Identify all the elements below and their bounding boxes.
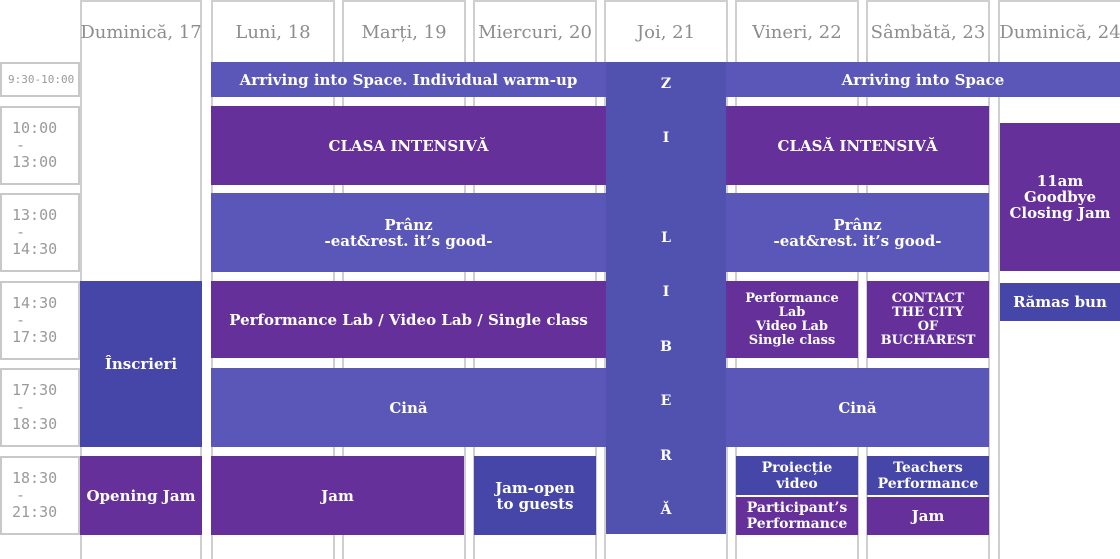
event-opening-jam: Opening Jam bbox=[80, 456, 202, 535]
event-lunch-fri-sat: Prânz -eat&rest. it’s good- bbox=[726, 193, 989, 272]
event-intensive-class-fri-sat: CLASĂ INTENSIVĂ bbox=[726, 106, 989, 185]
free-day-letter: R bbox=[660, 448, 672, 464]
event-jam-sat: Jam bbox=[867, 497, 989, 535]
event-lunch-mon-wed: Prânz -eat&rest. it’s good- bbox=[211, 193, 606, 272]
time-start: 17:30 bbox=[12, 381, 58, 399]
teachers-line: Performance bbox=[877, 475, 979, 492]
lunch-subtitle: -eat&rest. it’s good- bbox=[324, 231, 493, 250]
day-header: Duminică, 24 bbox=[999, 21, 1120, 43]
day-header: Luni, 18 bbox=[235, 21, 311, 43]
contact-line: OF BUCHAREST bbox=[880, 318, 976, 348]
free-day-letter: I bbox=[662, 284, 670, 300]
event-goodbye-closing-jam: 11am Goodbye Closing Jam bbox=[1000, 123, 1120, 271]
day-header: Joi, 21 bbox=[636, 21, 696, 43]
time-start: 18:30 bbox=[12, 469, 58, 487]
teachers-line: Teachers bbox=[893, 459, 963, 476]
participants-line: Participant’s bbox=[746, 500, 848, 516]
labs-line: Video Lab bbox=[755, 318, 828, 334]
time-end: 17:30 bbox=[12, 328, 58, 346]
event-warmup-fri-sun: Arriving into Space bbox=[726, 62, 1120, 97]
event-farewell: Rămas bun bbox=[1000, 283, 1120, 321]
goodbye-line: Closing Jam bbox=[1009, 204, 1111, 222]
jam-open-line: to guests bbox=[496, 494, 574, 513]
day-header: Miercuri, 20 bbox=[478, 21, 592, 43]
time-start: 14:30 bbox=[12, 294, 58, 312]
time-slot-1430: 14:30 - 17:30 bbox=[0, 281, 80, 360]
event-intensive-class-mon-wed: CLASA INTENSIVĂ bbox=[211, 106, 606, 185]
day-header: Marți, 19 bbox=[361, 21, 447, 43]
time-dash: - bbox=[16, 136, 26, 154]
event-warmup-mon-wed: Arriving into Space. Individual warm-up bbox=[211, 62, 606, 97]
contact-line: CONTACT bbox=[891, 290, 965, 306]
jam-open-line: Jam-open bbox=[495, 478, 575, 497]
time-start: 9:30-10:00 bbox=[8, 73, 75, 86]
time-dash: - bbox=[16, 311, 26, 329]
free-day-block: Z I L I B E R Ă bbox=[606, 62, 726, 534]
goodbye-line: Goodbye bbox=[1023, 188, 1097, 206]
lunch-title: Prânz bbox=[833, 215, 882, 234]
free-day-letter: I bbox=[662, 130, 670, 146]
event-jam-open-guests: Jam-open to guests bbox=[474, 456, 596, 535]
free-day-letter: Z bbox=[660, 76, 672, 92]
time-start: 13:00 bbox=[12, 206, 58, 224]
day-header: Sâmbătă, 23 bbox=[870, 21, 986, 43]
event-labs-mon-wed: Performance Lab / Video Lab / Single cla… bbox=[211, 281, 606, 358]
time-end: 21:30 bbox=[12, 503, 58, 521]
time-start: 10:00 bbox=[12, 119, 58, 137]
lunch-title: Prânz bbox=[384, 215, 433, 234]
time-end: 14:30 bbox=[12, 240, 58, 258]
event-labs-fri: Performance Lab Video Lab Single class bbox=[726, 281, 858, 358]
event-contact-city: CONTACT THE CITY OF BUCHAREST bbox=[867, 281, 989, 358]
time-dash: - bbox=[16, 223, 26, 241]
goodbye-line: 11am bbox=[1036, 172, 1084, 190]
event-jam-mon-tue: Jam bbox=[211, 456, 464, 535]
participants-line: Performance bbox=[746, 516, 848, 532]
event-video-projection: Proiecție video bbox=[736, 456, 858, 495]
time-dash: - bbox=[16, 486, 26, 504]
event-teachers-performance: Teachers Performance bbox=[867, 456, 989, 495]
time-end: 18:30 bbox=[12, 415, 58, 433]
time-slot-0930: 9:30-10:00 bbox=[0, 62, 80, 97]
time-slot-1300: 13:00 - 14:30 bbox=[0, 193, 80, 272]
time-slot-1830: 18:30 - 21:30 bbox=[0, 456, 80, 535]
time-end: 13:00 bbox=[12, 153, 58, 171]
time-slot-1000: 10:00 - 13:00 bbox=[0, 106, 80, 185]
contact-line: THE CITY bbox=[892, 304, 964, 320]
day-header: Vineri, 22 bbox=[752, 21, 842, 43]
free-day-letter: Ă bbox=[660, 502, 672, 518]
time-dash: - bbox=[16, 398, 26, 416]
event-participants-performance: Participant’s Performance bbox=[736, 497, 858, 535]
labs-line: Single class bbox=[748, 332, 836, 348]
free-day-letter: E bbox=[660, 393, 672, 409]
day-header: Duminică, 17 bbox=[80, 21, 202, 43]
free-day-letter: B bbox=[660, 339, 672, 355]
lunch-subtitle: -eat&rest. it’s good- bbox=[773, 231, 942, 250]
event-dinner-mon-wed: Cină bbox=[211, 368, 606, 447]
event-dinner-fri-sat: Cină bbox=[726, 368, 989, 447]
time-slot-1730: 17:30 - 18:30 bbox=[0, 368, 80, 447]
labs-line: Performance Lab bbox=[745, 290, 839, 320]
event-registration: Înscrieri bbox=[80, 281, 202, 447]
free-day-letter: L bbox=[661, 230, 671, 246]
